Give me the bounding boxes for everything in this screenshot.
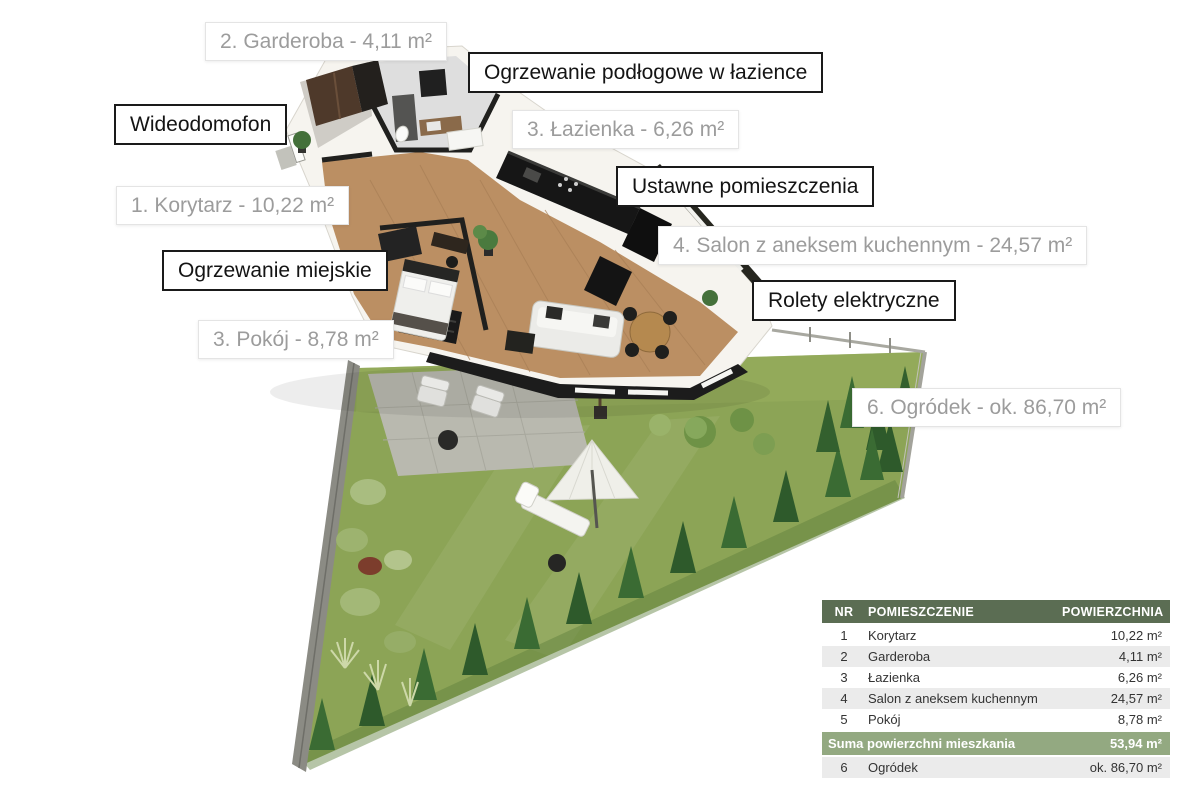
label-korytarz: 1. Korytarz - 10,22 m² [116, 186, 350, 226]
header-pomieszczenie: POMIESZCZENIE [868, 605, 974, 619]
label-pokoj: 3. Pokój - 8,78 m² [198, 320, 394, 360]
row-name: Garderoba [868, 649, 931, 664]
label-heating-floor: Ogrzewanie podłogowe w łazience [468, 52, 824, 94]
label-heating-city: Ogrzewanie miejskie [162, 250, 388, 292]
label-rolety: Rolety elektryczne [752, 280, 956, 322]
row-area: 6,26 m² [1117, 670, 1162, 685]
row-name: Pokój [868, 712, 901, 727]
row-nr: 6 [840, 760, 848, 775]
table-row: 2 Garderoba 4,11 m² [822, 646, 1170, 667]
header-nr: NR [834, 605, 854, 619]
row-nr: 5 [840, 712, 848, 727]
table-row: 1 Korytarz 10,22 m² [822, 625, 1170, 646]
header-powierzchnia: POWIERZCHNIA [1062, 605, 1164, 619]
row-nr: 2 [840, 649, 848, 664]
table-row: 3 Łazienka 6,26 m² [822, 667, 1170, 688]
row-area: 24,57 m² [1110, 691, 1162, 706]
table-row-garden: 6 Ogródek ok. 86,70 m² [822, 757, 1170, 778]
row-name: Salon z aneksem kuchennym [868, 691, 1038, 706]
row-area: 8,78 m² [1117, 712, 1162, 727]
label-garderoba: 2. Garderoba - 4,11 m² [205, 22, 448, 62]
row-nr: 1 [840, 628, 848, 643]
label-ustawne: Ustawne pomieszczenia [616, 166, 875, 208]
row-nr: 3 [840, 670, 848, 685]
row-area: ok. 86,70 m² [1089, 760, 1162, 775]
label-ogrodek: 6. Ogródek - ok. 86,70 m² [852, 388, 1122, 428]
area-table-header: NR POMIESZCZENIE POWIERZCHNIA [822, 600, 1170, 625]
row-name: Ogródek [868, 760, 918, 775]
row-area: 4,11 m² [1118, 649, 1162, 664]
garden-bushes [330, 408, 775, 707]
label-salon: 4. Salon z aneksem kuchennym - 24,57 m² [658, 226, 1088, 266]
label-lazienka: 3. Łazienka - 6,26 m² [512, 110, 740, 150]
apartment [270, 45, 773, 418]
row-name: Łazienka [868, 670, 921, 685]
label-wideodomofon: Wideodomofon [114, 104, 288, 146]
row-name: Korytarz [868, 628, 917, 643]
indoor-plants [293, 131, 718, 306]
row-area: 10,22 m² [1110, 628, 1162, 643]
table-row: 5 Pokój 8,78 m² [822, 709, 1170, 730]
area-table: NR POMIESZCZENIE POWIERZCHNIA 1 Korytarz… [822, 600, 1170, 778]
summary-value: 53,94 m² [1109, 736, 1162, 751]
table-summary-row: Suma powierzchni mieszkania 53,94 m² [822, 730, 1170, 757]
table-row: 4 Salon z aneksem kuchennym 24,57 m² [822, 688, 1170, 709]
summary-label: Suma powierzchni mieszkania [828, 736, 1016, 751]
row-nr: 4 [840, 691, 848, 706]
